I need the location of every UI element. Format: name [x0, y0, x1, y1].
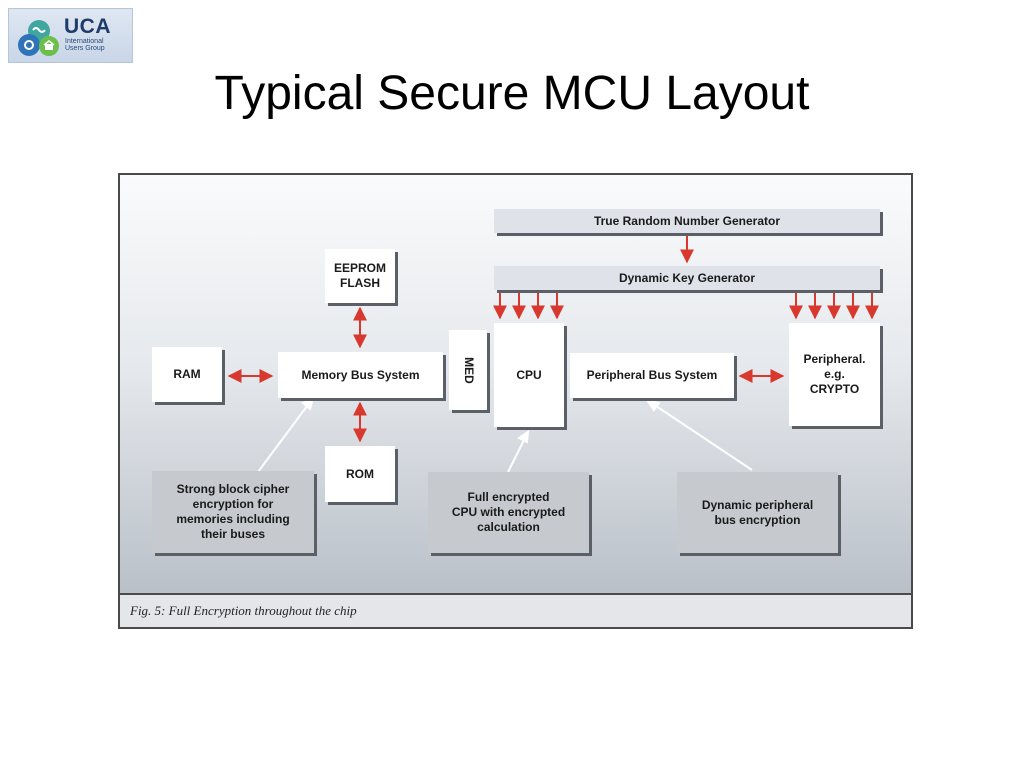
rom-box: ROM	[325, 446, 395, 502]
med-label: MED	[461, 356, 476, 384]
caption-bar: Fig. 5: Full Encryption throughout the c…	[120, 593, 911, 627]
peripheral-bus-system-box: Peripheral Bus System	[570, 353, 734, 398]
logo-brand-text: UCA	[64, 15, 111, 38]
med-box: MED	[449, 330, 487, 410]
memory-bus-system-box: Memory Bus System	[278, 352, 443, 398]
cpu-box: CPU	[494, 323, 564, 427]
logo-subtitle-text: International Users Group	[65, 38, 105, 52]
figure-caption: Fig. 5: Full Encryption throughout the c…	[130, 603, 357, 618]
ram-box: RAM	[152, 347, 222, 402]
peripheral-crypto-box: Peripheral. e.g. CRYPTO	[789, 323, 880, 426]
note-bus-encryption: Dynamic peripheral bus encryption	[677, 472, 838, 553]
slide-title: Typical Secure MCU Layout	[214, 67, 810, 120]
uca-logo: UCA International Users Group	[8, 8, 133, 63]
dynamic-key-generator-box: Dynamic Key Generator	[494, 266, 880, 290]
uca-logo-icon	[18, 20, 59, 56]
trng-box: True Random Number Generator	[494, 209, 880, 233]
eeprom-flash-box: EEPROM FLASH	[325, 249, 395, 303]
note-block-cipher: Strong block cipher encryption for memor…	[152, 471, 314, 553]
note-cpu-encryption: Full encrypted CPU with encrypted calcul…	[428, 472, 589, 553]
